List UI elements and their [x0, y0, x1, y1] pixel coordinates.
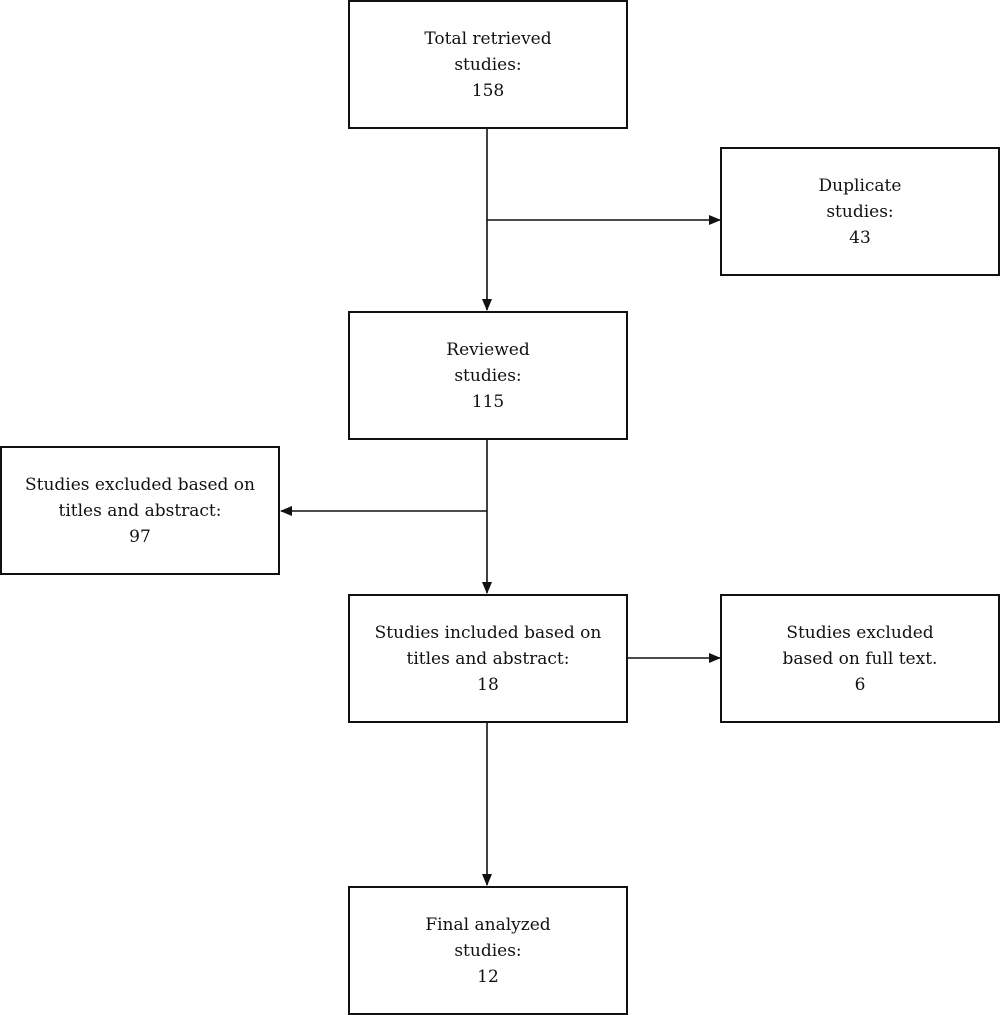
included-titles-abstract-count: 18 [477, 674, 499, 695]
duplicate-studies-line2: studies: [826, 201, 894, 222]
final-analyzed-box: Final analyzed studies: 12 [348, 886, 628, 1015]
excluded-titles-abstract-text: Studies excluded based on titles and abs… [25, 472, 255, 550]
total-retrieved-text: Total retrieved studies: 158 [424, 26, 551, 104]
total-retrieved-box: Total retrieved studies: 158 [348, 0, 628, 129]
excluded-full-text-text: Studies excluded based on full text. 6 [783, 620, 938, 698]
total-retrieved-line2: studies: [454, 54, 522, 75]
reviewed-studies-line1: Reviewed [446, 339, 530, 360]
total-retrieved-line1: Total retrieved [424, 28, 552, 49]
duplicate-studies-count: 43 [849, 227, 871, 248]
final-analyzed-line2: studies: [454, 940, 522, 961]
reviewed-studies-text: Reviewed studies: 115 [446, 337, 529, 415]
included-titles-abstract-line2: titles and abstract: [406, 648, 570, 669]
reviewed-studies-count: 115 [471, 391, 505, 412]
final-analyzed-count: 12 [477, 966, 499, 987]
included-titles-abstract-text: Studies included based on titles and abs… [375, 620, 602, 698]
total-retrieved-count: 158 [471, 80, 505, 101]
included-titles-abstract-box: Studies included based on titles and abs… [348, 594, 628, 723]
excluded-full-text-line2: based on full text. [782, 648, 938, 669]
duplicate-studies-text: Duplicate studies: 43 [819, 173, 902, 251]
reviewed-studies-line2: studies: [454, 365, 522, 386]
final-analyzed-line1: Final analyzed [425, 914, 551, 935]
excluded-full-text-line1: Studies excluded [786, 622, 934, 643]
included-titles-abstract-line1: Studies included based on [374, 622, 602, 643]
excluded-titles-abstract-box: Studies excluded based on titles and abs… [0, 446, 280, 575]
reviewed-studies-box: Reviewed studies: 115 [348, 311, 628, 440]
excluded-titles-abstract-line2: titles and abstract: [58, 500, 222, 521]
excluded-titles-abstract-line1: Studies excluded based on [25, 474, 255, 495]
duplicate-studies-line1: Duplicate [818, 175, 902, 196]
final-analyzed-text: Final analyzed studies: 12 [425, 912, 550, 990]
excluded-titles-abstract-count: 97 [129, 526, 151, 547]
excluded-full-text-count: 6 [854, 674, 866, 695]
duplicate-studies-box: Duplicate studies: 43 [720, 147, 1000, 276]
excluded-full-text-box: Studies excluded based on full text. 6 [720, 594, 1000, 723]
